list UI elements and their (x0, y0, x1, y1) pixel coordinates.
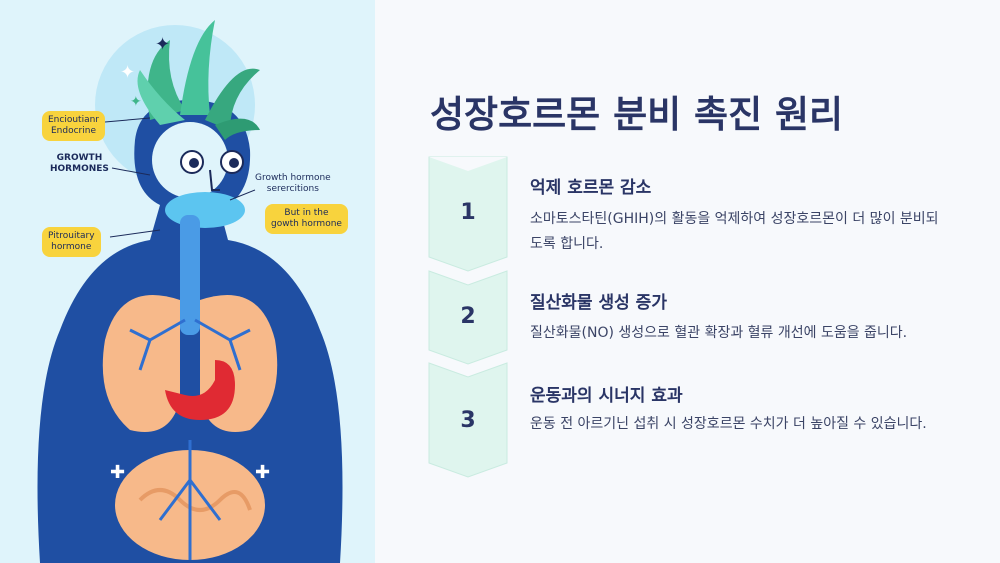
step-1-chevron: 1 (428, 156, 508, 272)
step-number: 3 (460, 408, 476, 433)
step-3-title: 운동과의 시너지 효과 (530, 386, 683, 406)
growth-hormones-callout: GROWTH HORMONES (50, 153, 109, 174)
page-title: 성장호르몬 분비 촉진 원리 (430, 93, 844, 136)
but-in-growth-hormone-callout: But in the gowth hormone (265, 204, 348, 234)
svg-text:✦: ✦ (120, 62, 135, 83)
step-number: 1 (460, 200, 476, 225)
step-2-description: 질산화물(NO) 생성으로 혈관 확장과 혈류 개선에 도움을 줍니다. (530, 325, 908, 341)
svg-text:✚: ✚ (110, 462, 125, 483)
chevron-shape-icon (428, 156, 508, 272)
pituitary-hormone-callout: Pitrouitary hormone (42, 227, 101, 257)
step-2-chevron: 2 (428, 270, 508, 365)
step-2-title: 질산화물 생성 증가 (530, 293, 667, 313)
step-3-description: 운동 전 아르기닌 섭취 시 성장호르몬 수치가 더 높아질 수 있습니다. (530, 416, 927, 432)
chevron-shape-icon (428, 270, 508, 365)
svg-text:✦: ✦ (130, 94, 142, 110)
growth-hormone-secretions-callout: Growth hormone serercitions (255, 173, 331, 194)
content-panel: 성장호르몬 분비 촉진 원리 1 억제 호르몬 감소 소마토스타틴(GHIH)의… (375, 0, 1000, 563)
step-number: 2 (460, 304, 476, 329)
step-1-description: 소마토스타틴(GHIH)의 활동을 억제하여 성장호르몬이 더 많이 분비되도록… (530, 211, 939, 252)
endocrine-callout: Encioutianr Endocrine (42, 111, 105, 141)
svg-text:✦: ✦ (155, 34, 170, 55)
anatomy-illustration: ✦ ✦ ✦ ✚ ✚ Encioutianr Endocrine GROWTH H… (0, 0, 375, 563)
step-3-chevron: 3 (428, 362, 508, 478)
chevron-shape-icon (428, 362, 508, 478)
svg-text:✚: ✚ (255, 462, 270, 483)
human-body-illustration: ✦ ✦ ✦ ✚ ✚ (37, 20, 343, 563)
step-1-title: 억제 호르몬 감소 (530, 178, 652, 198)
